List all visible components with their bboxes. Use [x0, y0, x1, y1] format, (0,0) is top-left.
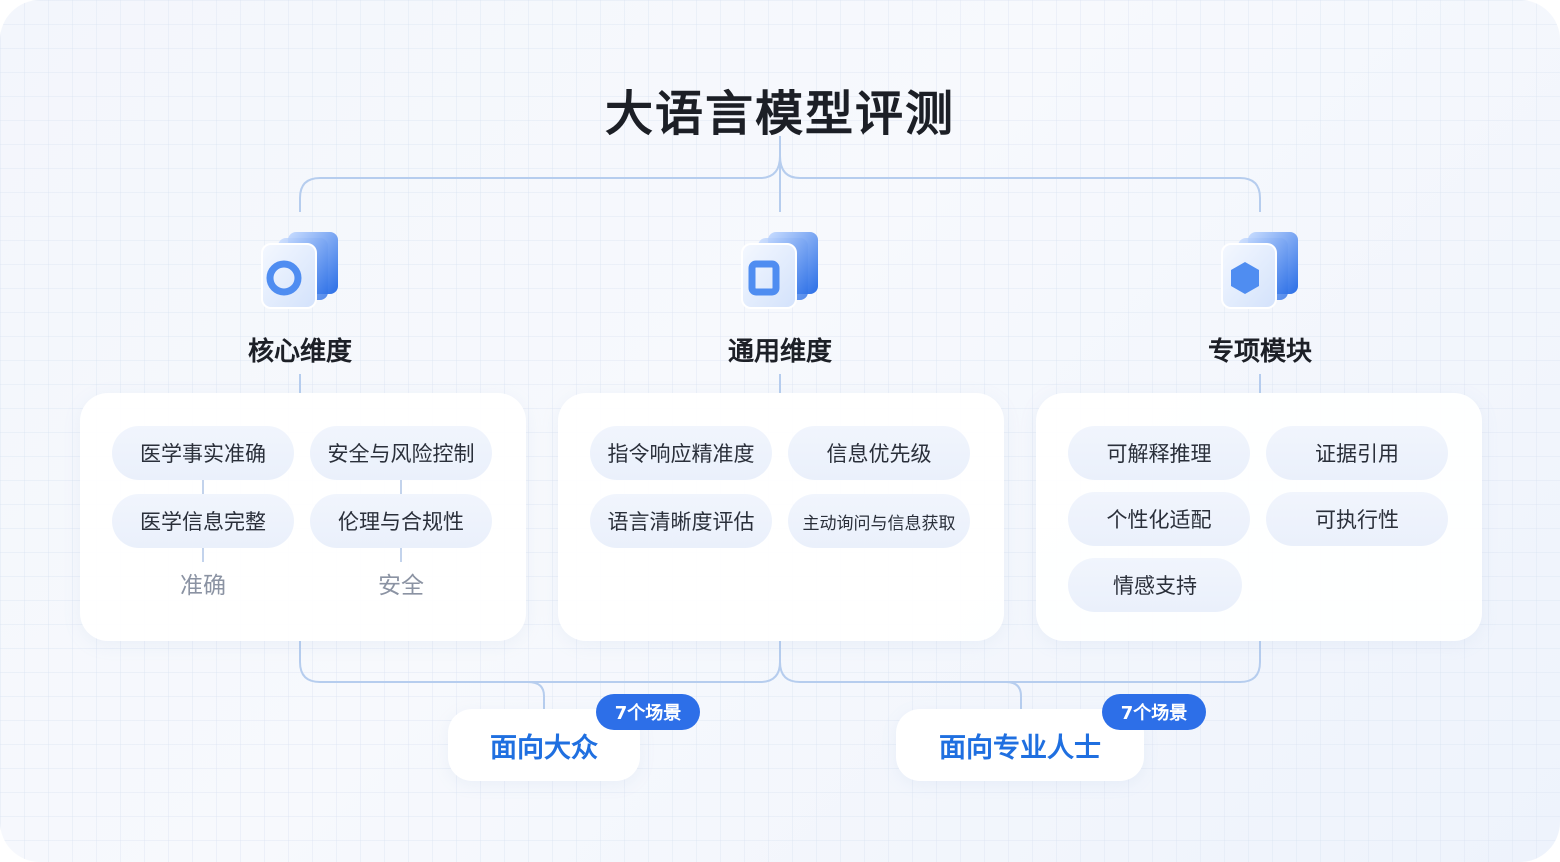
- page-title: 大语言模型评测: [604, 86, 955, 142]
- special-item-actionability: 可执行性: [1266, 492, 1448, 546]
- special-panel: 可解释推理 证据引用 个性化适配 可执行性 情感支持: [1036, 393, 1482, 641]
- top-branch-left: [299, 155, 781, 212]
- core-panel: 医学事实准确 安全与风险控制 医学信息完整 伦理与合规性 准确 安全: [80, 393, 526, 641]
- special-item-evidence-citation: 证据引用: [1266, 426, 1448, 480]
- general-item-info-priority: 信息优先级: [788, 426, 970, 480]
- core-connector: [202, 480, 204, 494]
- special-item-explainable-reasoning: 可解释推理: [1068, 426, 1250, 480]
- general-item-active-inquiry: 主动询问与信息获取: [788, 494, 970, 548]
- core-connector: [400, 480, 402, 494]
- square-cube-icon: [741, 232, 818, 309]
- core-item-medical-info-completeness: 医学信息完整: [112, 494, 294, 548]
- audience-public-badge: 7个场景: [596, 694, 700, 730]
- general-item-language-clarity: 语言清晰度评估: [590, 494, 772, 548]
- drop-public: [527, 681, 545, 709]
- core-item-ethics-compliance: 伦理与合规性: [310, 494, 492, 548]
- drop-pro: [1005, 681, 1022, 709]
- audience-professional-badge: 7个场景: [1102, 694, 1206, 730]
- top-branch-right: [779, 155, 1261, 212]
- core-connector: [202, 548, 204, 562]
- dimension-title-general: 通用维度: [727, 337, 832, 367]
- core-item-safety-risk-control: 安全与风险控制: [310, 426, 492, 480]
- core-group-label-accuracy: 准确: [180, 573, 226, 599]
- bottom-branch-public: [299, 641, 781, 683]
- dimension-title-core: 核心维度: [247, 337, 352, 367]
- general-item-instruction-precision: 指令响应精准度: [590, 426, 772, 480]
- special-item-personalization: 个性化适配: [1068, 492, 1250, 546]
- core-item-medical-fact-accuracy: 医学事实准确: [112, 426, 294, 480]
- hexagon-cube-icon: [1221, 232, 1298, 309]
- ring-cube-icon: [261, 232, 338, 309]
- bottom-branch-pro: [779, 641, 1261, 683]
- dimension-title-special: 专项模块: [1207, 337, 1312, 367]
- general-panel: 指令响应精准度 信息优先级 语言清晰度评估 主动询问与信息获取: [558, 393, 1004, 641]
- core-group-label-safety: 安全: [378, 573, 424, 599]
- special-item-emotional-support: 情感支持: [1068, 558, 1242, 612]
- core-connector: [400, 548, 402, 562]
- audience-professional: 面向专业人士: [896, 709, 1144, 781]
